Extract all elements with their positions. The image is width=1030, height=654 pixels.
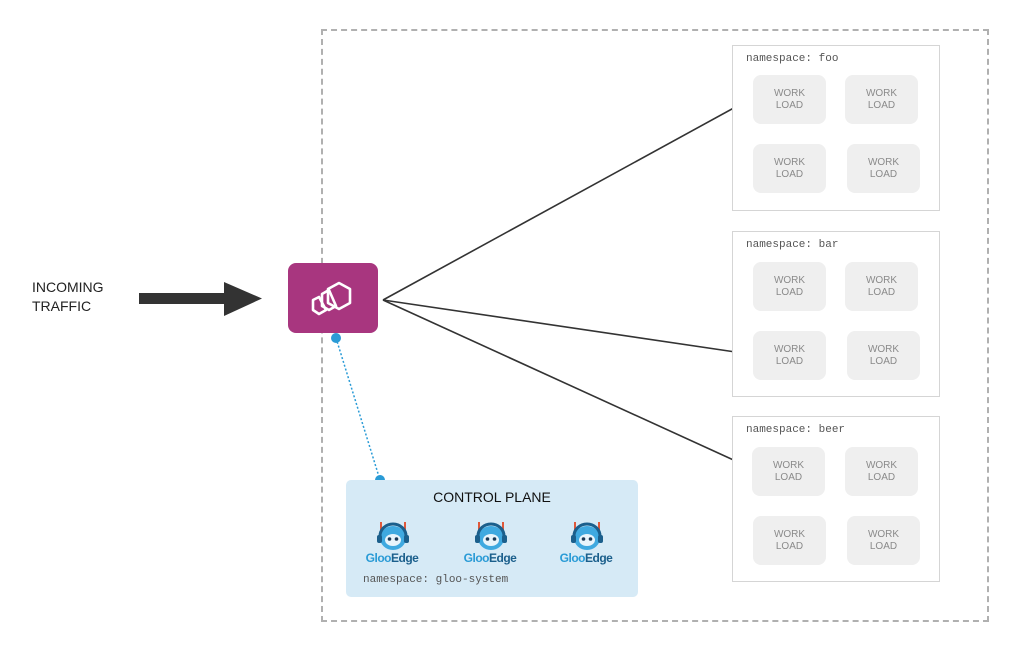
wordmark-edge: Edge xyxy=(390,551,419,565)
route-arrow-foo xyxy=(382,97,753,301)
workload-line-1: WORK xyxy=(773,528,806,540)
gloo-edge-wordmark: GlooEdge xyxy=(550,551,622,565)
workload-line-1: WORK xyxy=(773,156,806,168)
control-plane-title: CONTROL PLANE xyxy=(433,489,551,505)
envoy-hexagon-icon xyxy=(311,281,352,316)
workload-line-2: LOAD xyxy=(867,99,896,111)
gloo-edge-logo: GlooEdge xyxy=(454,518,526,568)
workload-line-2: LOAD xyxy=(869,540,898,552)
workload-line-1: WORK xyxy=(773,87,806,99)
gloo-edge-wordmark: GlooEdge xyxy=(356,551,428,565)
incoming-line-1: INCOMING xyxy=(32,279,104,295)
workload-line-1: WORK xyxy=(865,87,898,99)
workload-line-2: LOAD xyxy=(775,168,804,180)
gloo-edge-logo: GlooEdge xyxy=(356,518,428,568)
namespace-label: namespace: beer xyxy=(746,424,846,436)
control-plane-panel: CONTROL PLANE GlooEdge GlooEdge xyxy=(346,480,638,597)
route-arrow-bar xyxy=(382,299,750,358)
envoy-proxy-node[interactable] xyxy=(288,263,378,333)
workload-line-2: LOAD xyxy=(775,355,804,367)
workload-line-2: LOAD xyxy=(867,286,896,298)
workload-line-2: LOAD xyxy=(869,355,898,367)
namespace-label: namespace: foo xyxy=(746,53,839,65)
workload-line-2: LOAD xyxy=(775,540,804,552)
workload-line-2: LOAD xyxy=(869,168,898,180)
gloo-mascot-icon xyxy=(571,522,603,550)
workload-line-1: WORK xyxy=(773,274,806,286)
workload-line-2: LOAD xyxy=(775,99,804,111)
workload-line-1: WORK xyxy=(772,459,805,471)
incoming-traffic-arrow xyxy=(139,282,262,316)
incoming-traffic-label: INCOMING TRAFFIC xyxy=(32,278,104,316)
wordmark-gloo: Gloo xyxy=(463,551,490,565)
gloo-mascot-icon xyxy=(377,522,409,550)
workload-line-2: LOAD xyxy=(775,286,804,298)
wordmark-gloo: Gloo xyxy=(365,551,392,565)
workload-line-2: LOAD xyxy=(867,471,896,483)
gloo-edge-logo: GlooEdge xyxy=(550,518,622,568)
gloo-edge-wordmark: GlooEdge xyxy=(454,551,526,565)
workload-line-1: WORK xyxy=(773,343,806,355)
workload-line-1: WORK xyxy=(867,343,900,355)
wordmark-gloo: Gloo xyxy=(559,551,586,565)
workload-line-2: LOAD xyxy=(774,471,803,483)
wordmark-edge: Edge xyxy=(584,551,613,565)
workload-line-1: WORK xyxy=(865,459,898,471)
workload-line-1: WORK xyxy=(865,274,898,286)
route-arrow-beer xyxy=(382,299,752,469)
incoming-line-2: TRAFFIC xyxy=(32,298,92,314)
workload-line-1: WORK xyxy=(867,156,900,168)
workload-line-1: WORK xyxy=(867,528,900,540)
control-plane-connector xyxy=(331,333,385,485)
namespace-label: namespace: bar xyxy=(746,239,839,251)
gloo-mascot-icon xyxy=(475,522,507,550)
wordmark-edge: Edge xyxy=(488,551,517,565)
control-plane-namespace-label: namespace: gloo-system xyxy=(363,574,509,586)
